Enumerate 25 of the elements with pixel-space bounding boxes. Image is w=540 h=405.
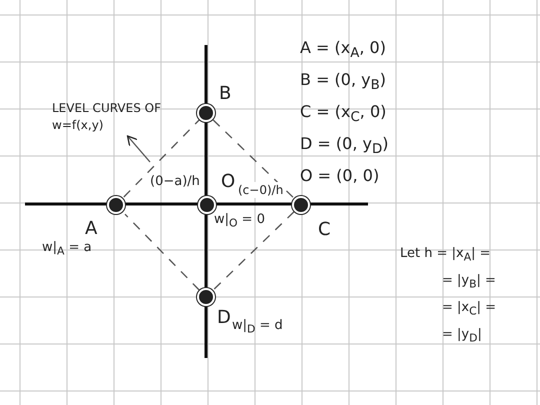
math-text: (c−0)/h	[238, 182, 284, 198]
point-label: C	[318, 220, 331, 240]
math-text: = |x$_{C}$| =	[442, 300, 496, 320]
annotation-text: LEVEL CURVES OF w=f(x,y)	[52, 100, 162, 134]
value-label: w|$_{A}$ = a	[42, 240, 92, 260]
level-curve	[212, 211, 294, 290]
level-curve	[212, 120, 294, 199]
math-text: A = (x$_{A}$, 0)	[300, 40, 386, 62]
math-text: = |y$_{B}$| =	[442, 273, 496, 293]
math-text: (0−a)/h	[150, 174, 200, 190]
point-label: A	[85, 219, 98, 239]
level-curve	[124, 214, 200, 290]
math-text: Let h = |x$_{A}$| =	[400, 246, 491, 266]
value-label: w|$_{O}$ = 0	[214, 212, 265, 232]
point-label: O	[221, 172, 236, 192]
math-text: C = (x$_{C}$, 0)	[300, 104, 386, 126]
point-label: B	[219, 84, 232, 104]
math-text: B = (0, y$_{B}$)	[300, 72, 386, 94]
level-curve	[123, 120, 200, 198]
math-text: = |y$_{D}$|	[442, 327, 482, 347]
value-label: w|$_{D}$ = d	[232, 318, 283, 338]
leader-line	[126, 135, 150, 162]
point-label: D	[217, 308, 231, 328]
math-text: O = (0, 0)	[300, 168, 380, 184]
math-text: D = (0, y$_{D}$)	[300, 136, 388, 158]
